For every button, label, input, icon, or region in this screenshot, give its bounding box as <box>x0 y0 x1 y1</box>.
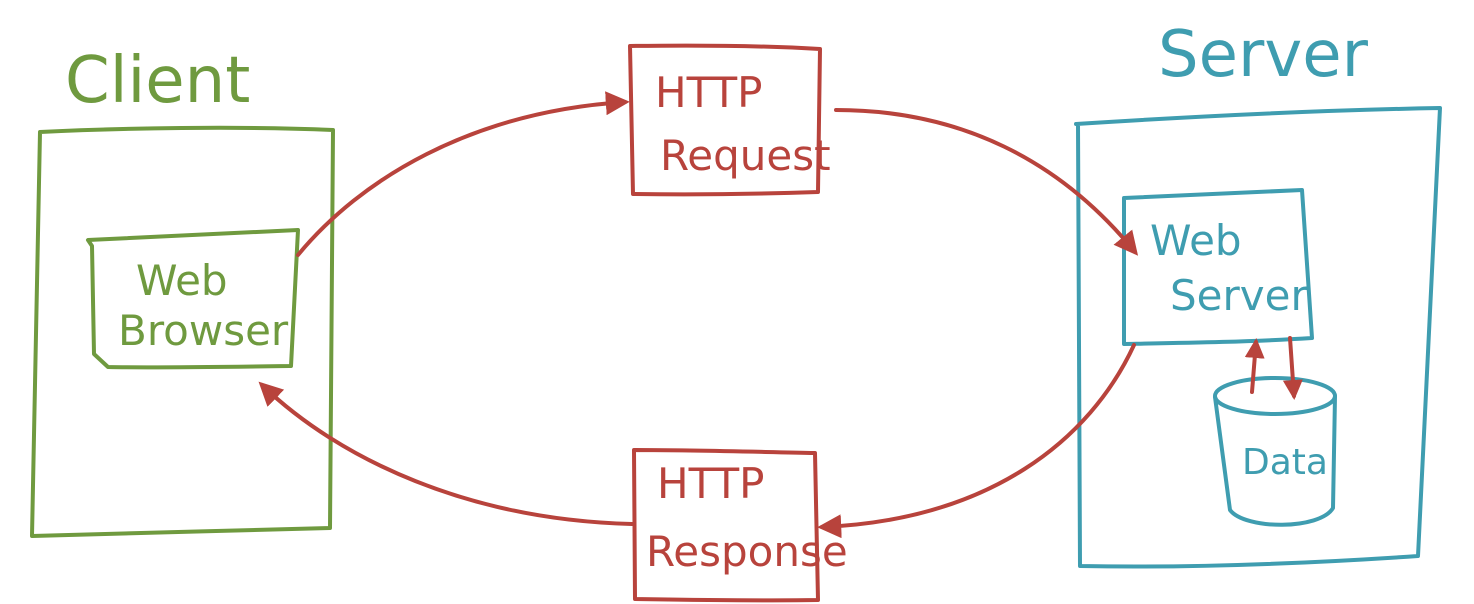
server-title: Server <box>1158 18 1369 92</box>
http-response-box <box>632 448 820 603</box>
http-request-box <box>628 43 822 197</box>
data-store: Data <box>1213 376 1337 527</box>
http-response-label-line2: Response <box>646 527 848 576</box>
arrow-response-to-browser <box>258 381 634 526</box>
server-container <box>1074 106 1442 569</box>
data-store-label: Data <box>1242 442 1328 483</box>
arrow-browser-to-request <box>296 91 630 257</box>
web-server-label-line1: Web <box>1150 216 1242 265</box>
web-browser-label-line1: Web <box>136 256 228 305</box>
http-request-label-line1: HTTP <box>655 68 762 117</box>
web-server-box <box>1122 188 1314 346</box>
client-title: Client <box>65 44 250 118</box>
web-server-label-line2: Server <box>1170 271 1308 320</box>
data-store-top <box>1213 376 1337 416</box>
http-request-label-line2: Request <box>660 131 831 180</box>
arrow-request-to-web-server <box>834 108 1139 256</box>
arrow-web-server-to-data <box>1282 336 1303 400</box>
web-browser-label-line2: Browser <box>118 306 289 355</box>
web-browser-box <box>86 228 300 370</box>
http-response-label-line1: HTTP <box>657 459 764 508</box>
data-store-body <box>1213 394 1337 527</box>
arrow-web-server-to-response <box>817 343 1136 539</box>
arrow-data-to-web-server <box>1244 338 1265 394</box>
client-container <box>30 125 335 538</box>
